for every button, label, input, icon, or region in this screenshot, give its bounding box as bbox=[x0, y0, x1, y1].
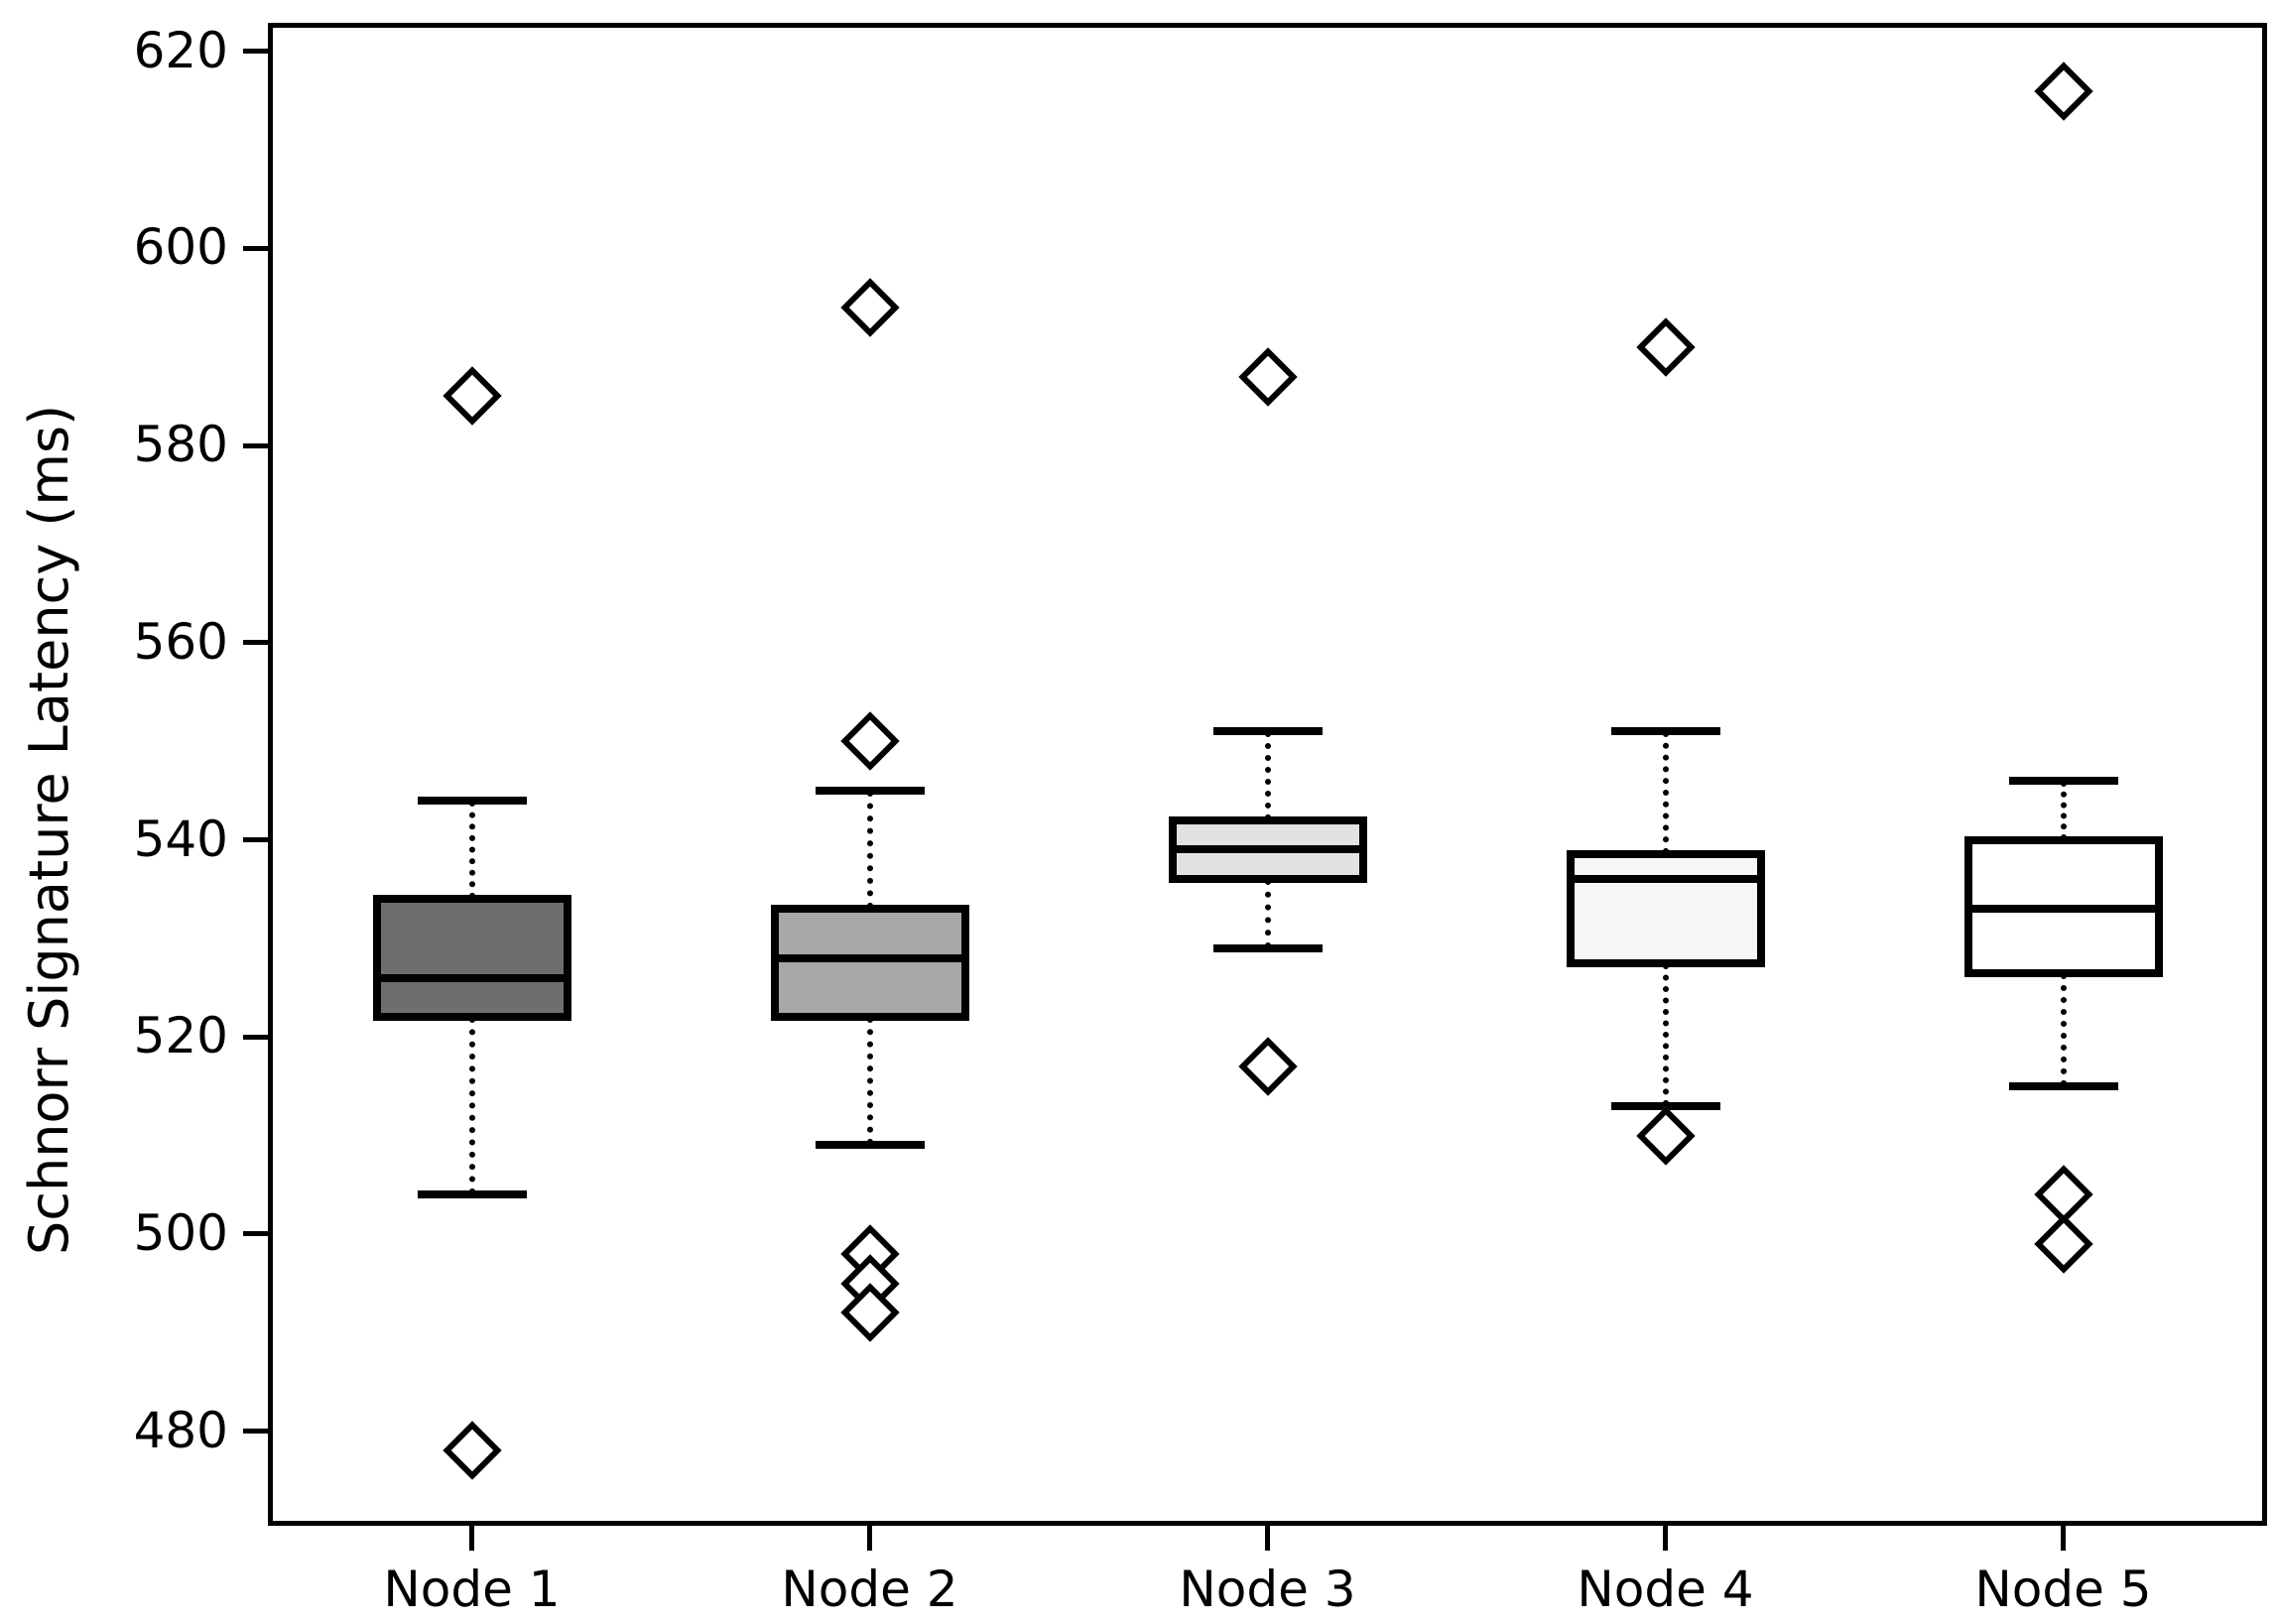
y-tick-mark bbox=[243, 245, 268, 251]
x-tick-label: Node 2 bbox=[781, 1561, 958, 1618]
lower-whisker-cap bbox=[815, 1141, 925, 1150]
y-tick-label: 500 bbox=[133, 1203, 228, 1262]
x-tick-mark bbox=[867, 1526, 872, 1551]
y-tick-label: 560 bbox=[133, 612, 228, 671]
lower-whisker-line bbox=[866, 1017, 873, 1146]
x-tick-mark bbox=[1265, 1526, 1270, 1551]
y-tick-mark bbox=[243, 1429, 268, 1435]
upper-whisker-line bbox=[1662, 731, 1669, 855]
y-tick-mark bbox=[243, 1034, 268, 1040]
lower-whisker-cap bbox=[2008, 1081, 2118, 1090]
lower-whisker-cap bbox=[417, 1190, 527, 1199]
y-tick-mark bbox=[243, 837, 268, 843]
y-tick-mark bbox=[243, 1231, 268, 1237]
upper-whisker-cap bbox=[1610, 727, 1720, 736]
lower-whisker-line bbox=[468, 1017, 475, 1195]
y-tick-label: 580 bbox=[133, 416, 228, 474]
y-tick-label: 540 bbox=[133, 810, 228, 868]
x-tick-mark bbox=[2061, 1526, 2066, 1551]
lower-whisker-cap bbox=[1212, 943, 1323, 952]
upper-whisker-line bbox=[468, 800, 475, 900]
x-tick-label: Node 3 bbox=[1179, 1561, 1356, 1618]
y-tick-label: 600 bbox=[133, 218, 228, 277]
y-tick-label: 480 bbox=[133, 1401, 228, 1459]
upper-whisker-cap bbox=[417, 796, 527, 805]
upper-whisker-cap bbox=[2008, 776, 2118, 785]
x-tick-label: Node 5 bbox=[1974, 1561, 2152, 1618]
y-tick-label: 620 bbox=[133, 21, 228, 79]
box-node-1 bbox=[372, 895, 571, 1022]
median-line bbox=[778, 953, 961, 962]
median-line bbox=[1176, 845, 1359, 854]
y-tick-mark bbox=[243, 442, 268, 448]
upper-whisker-line bbox=[2060, 780, 2067, 840]
median-line bbox=[1574, 875, 1757, 884]
upper-whisker-line bbox=[866, 790, 873, 910]
median-line bbox=[380, 973, 564, 982]
upper-whisker-line bbox=[1264, 731, 1271, 820]
x-tick-label: Node 1 bbox=[383, 1561, 561, 1618]
x-tick-mark bbox=[1663, 1526, 1668, 1551]
box-node-4 bbox=[1566, 850, 1765, 967]
median-line bbox=[1971, 905, 2155, 914]
box-node-2 bbox=[770, 905, 969, 1022]
lower-whisker-cap bbox=[1610, 1101, 1720, 1110]
x-tick-label: Node 4 bbox=[1577, 1561, 1754, 1618]
lower-whisker-line bbox=[2060, 972, 2067, 1086]
lower-whisker-line bbox=[1264, 879, 1271, 948]
upper-whisker-cap bbox=[815, 786, 925, 795]
y-tick-mark bbox=[243, 640, 268, 646]
y-tick-label: 520 bbox=[133, 1007, 228, 1065]
lower-whisker-line bbox=[1662, 962, 1669, 1106]
x-tick-mark bbox=[469, 1526, 474, 1551]
upper-whisker-cap bbox=[1212, 727, 1323, 736]
y-tick-mark bbox=[243, 49, 268, 55]
